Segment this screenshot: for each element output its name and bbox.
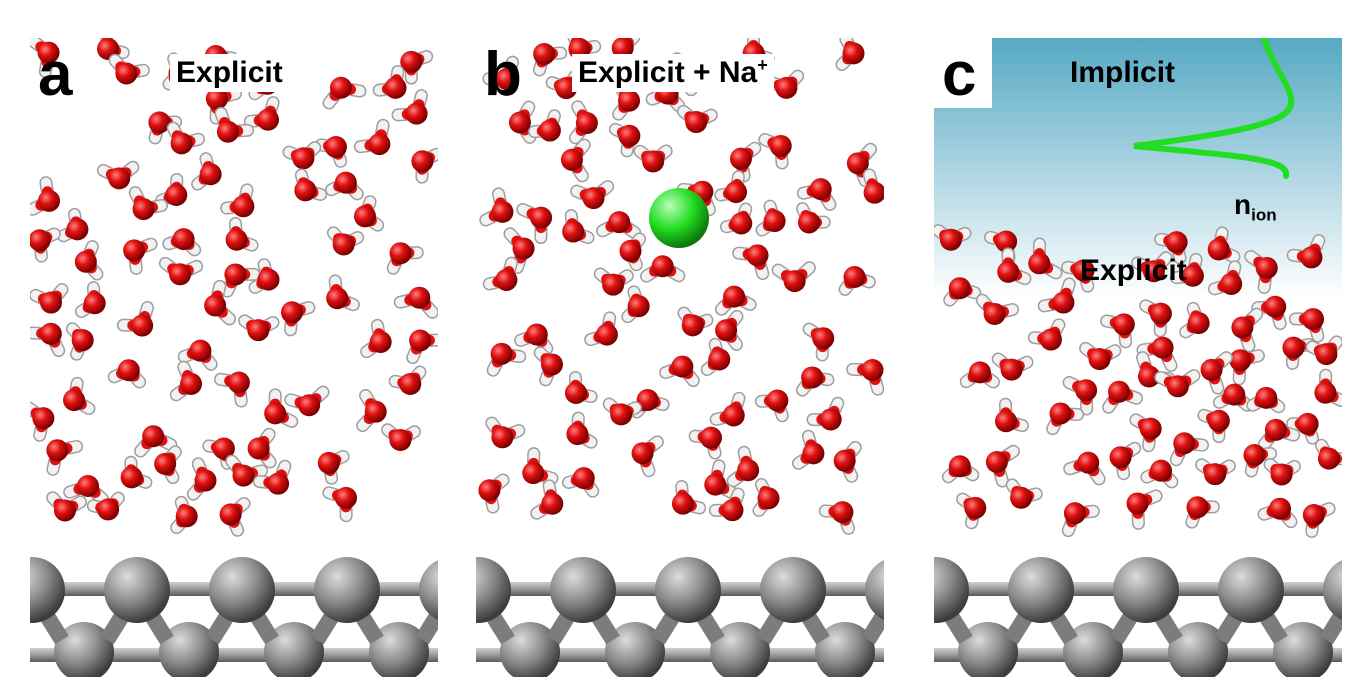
water-scene-b (476, 38, 884, 677)
panel-letter: c (942, 40, 977, 109)
nion-subscript: ion (1251, 205, 1277, 225)
panel-label: Explicit (170, 54, 289, 92)
explicit-label: Explicit (1080, 254, 1187, 287)
panel-label: Explicit + Na+ (572, 54, 774, 92)
panel-c: c Implicit Explicit nion (934, 38, 1342, 677)
ion-density-label: nion (1228, 186, 1283, 235)
panel-letter: b (484, 40, 522, 109)
water-scene-c (934, 38, 1342, 677)
label-text: Explicit + Na (578, 56, 758, 89)
panel-letter: a (38, 40, 73, 109)
nion-base: n (1234, 189, 1252, 220)
water-scene-a (30, 38, 438, 677)
panel-b: b Explicit + Na+ (476, 38, 884, 677)
charge-superscript: + (757, 55, 768, 75)
implicit-label: Implicit (1070, 56, 1176, 89)
letter-box (934, 38, 992, 108)
panel-a: a Explicit (30, 38, 438, 677)
